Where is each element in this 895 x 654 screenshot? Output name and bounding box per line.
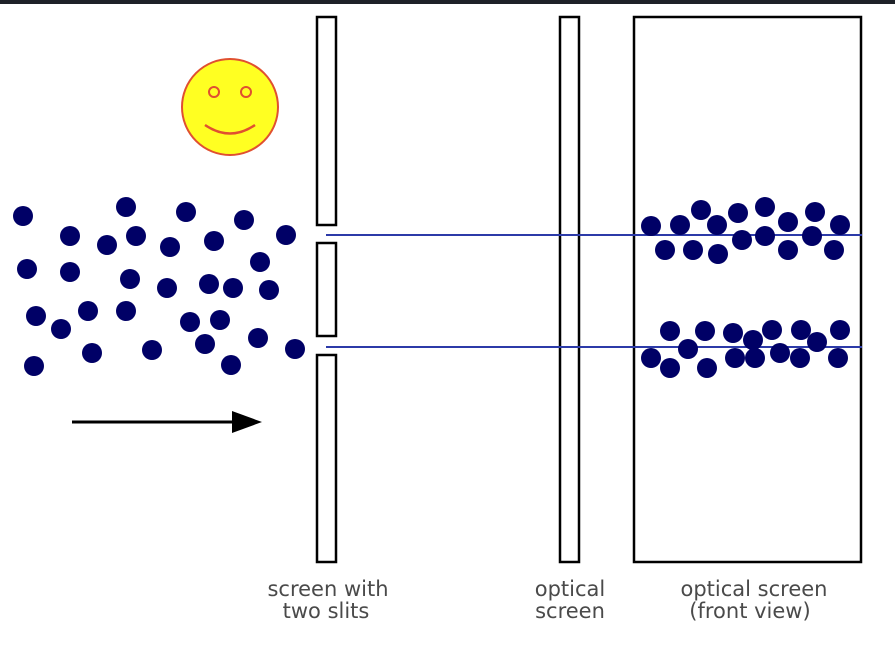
impact-particle xyxy=(641,348,661,368)
particle xyxy=(116,301,136,321)
impact-particle xyxy=(691,200,711,220)
particle xyxy=(60,262,80,282)
slit-screen-label-line1: screen with xyxy=(267,577,388,601)
impact-particle xyxy=(670,215,690,235)
particle xyxy=(157,278,177,298)
impact-particle xyxy=(830,215,850,235)
particle xyxy=(97,235,117,255)
particle xyxy=(116,197,136,217)
particle xyxy=(176,202,196,222)
impact-band-upper xyxy=(641,197,850,264)
particle xyxy=(259,280,279,300)
particle xyxy=(142,340,162,360)
impact-particle xyxy=(790,348,810,368)
impact-particle xyxy=(778,240,798,260)
impact-particle xyxy=(708,244,728,264)
particle xyxy=(78,301,98,321)
particle xyxy=(204,231,224,251)
optical-screen-label-line2: screen xyxy=(535,599,605,623)
impact-particle xyxy=(725,348,745,368)
impact-particle xyxy=(805,202,825,222)
particle xyxy=(223,278,243,298)
particle xyxy=(17,259,37,279)
top-bar xyxy=(0,0,895,4)
particle xyxy=(234,210,254,230)
slit-screen-label-line2: two slits xyxy=(283,599,370,623)
impact-particle xyxy=(830,320,850,340)
impact-particle xyxy=(660,358,680,378)
particle xyxy=(199,274,219,294)
impact-particle xyxy=(791,320,811,340)
particle xyxy=(51,319,71,339)
impact-particle xyxy=(683,240,703,260)
impact-particle xyxy=(728,203,748,223)
optical-screen-label-line1: optical xyxy=(535,577,606,601)
impact-particle xyxy=(762,320,782,340)
impact-particle xyxy=(824,240,844,260)
impact-particle xyxy=(755,226,775,246)
front-view-label-line1: optical screen xyxy=(681,577,828,601)
impact-particle xyxy=(732,230,752,250)
impact-particle xyxy=(755,197,775,217)
particle xyxy=(26,306,46,326)
impact-band-lower xyxy=(641,320,850,378)
optical-screen-side xyxy=(558,15,581,564)
impact-particle xyxy=(802,226,822,246)
particle xyxy=(248,328,268,348)
impact-particle xyxy=(743,330,763,350)
particle xyxy=(221,355,241,375)
incoming-particles xyxy=(13,197,305,376)
particle xyxy=(180,312,200,332)
particle xyxy=(195,334,215,354)
slit-screen xyxy=(315,15,338,564)
particle xyxy=(24,356,44,376)
impact-particle xyxy=(660,321,680,341)
impact-particle xyxy=(655,240,675,260)
particle xyxy=(82,343,102,363)
front-view-label-line2: (front view) xyxy=(689,599,810,623)
impact-particle xyxy=(641,216,661,236)
smiley-face-icon xyxy=(181,58,279,156)
impact-particle xyxy=(723,323,743,343)
impact-particle xyxy=(828,348,848,368)
particle xyxy=(126,226,146,246)
impact-particle xyxy=(745,348,765,368)
impact-particle xyxy=(697,358,717,378)
particle xyxy=(276,225,296,245)
particle xyxy=(120,269,140,289)
optical-screen-front xyxy=(632,15,863,564)
impact-particle xyxy=(695,321,715,341)
impact-particle xyxy=(807,332,827,352)
particle xyxy=(160,237,180,257)
impact-particle xyxy=(778,212,798,232)
impact-particle xyxy=(707,215,727,235)
particle xyxy=(285,339,305,359)
impact-particle xyxy=(678,339,698,359)
particle xyxy=(250,252,270,272)
particle xyxy=(13,206,33,226)
right-arrow-icon xyxy=(72,411,262,433)
particle xyxy=(210,310,230,330)
impact-particle xyxy=(770,343,790,363)
particle xyxy=(60,226,80,246)
